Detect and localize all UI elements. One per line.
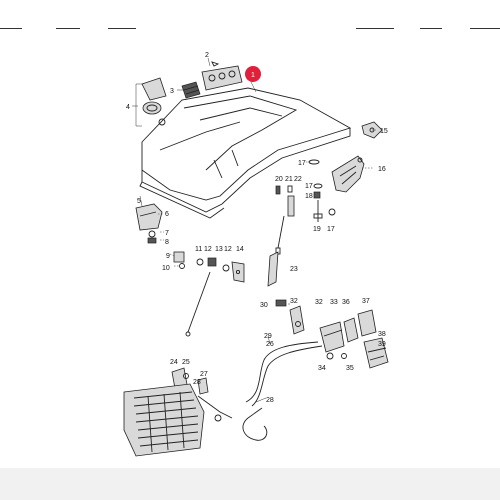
header-rule [356,28,394,29]
callout-7: 7 [165,230,169,237]
callout-22: 22 [294,176,302,183]
header-rule [108,28,136,29]
callout-33: 33 [330,299,338,306]
release-cable [197,341,323,441]
callout-24: 24 [170,359,178,366]
release-mechanism [275,299,389,369]
latch-part-6 [135,203,163,231]
hardware-7-8 [147,230,157,244]
footer-band [0,468,500,500]
clip-part-3 [181,81,201,99]
callout-2: 2 [205,52,209,59]
callout-17c: 17 [327,226,335,233]
callout-37: 37 [362,298,370,305]
callout-34: 34 [318,365,326,372]
callout-20: 20 [275,176,283,183]
callout-25: 25 [182,359,190,366]
callout-15: 15 [380,128,388,135]
seal-part-23 [267,251,279,287]
callout-13: 13 [215,246,223,253]
header-rule [470,28,500,29]
highlight-callout-1[interactable]: 1 [245,66,261,82]
callout-3: 3 [170,88,174,95]
header-rule [56,28,80,29]
callout-12a: 12 [204,246,212,253]
hinge-part-16 [331,155,365,193]
gas-strut [275,185,295,255]
hood-panel [139,87,352,219]
header-rule [0,28,22,29]
callout-27: 27 [200,371,208,378]
callout-28a: 28 [193,379,201,386]
callout-39: 39 [378,341,386,348]
callout-12b: 12 [224,246,232,253]
callout-18: 18 [305,193,313,200]
hardware-17-18-19 [308,159,336,222]
callout-19: 19 [313,226,321,233]
callout-5: 5 [137,198,141,205]
highlight-label: 1 [251,72,255,79]
callout-31: 32 [290,298,298,305]
callout-4: 4 [126,104,130,111]
callout-32: 32 [315,299,323,306]
callout-16: 16 [378,166,386,173]
leader-lines [132,57,376,403]
callout-23: 23 [290,266,298,273]
callout-28b: 28 [266,397,274,404]
callout-11: 11 [195,246,202,253]
callout-30: 30 [260,302,268,309]
callout-21: 21 [285,176,293,183]
highlight-marker[interactable] [245,66,261,82]
callout-14: 14 [236,246,244,253]
prop-rod [187,271,211,333]
header-rule [420,28,442,29]
callout-6: 6 [165,211,169,218]
emblem-bracket-part-2 [201,61,243,91]
callout-36: 36 [342,299,350,306]
lock-parts-9-14 [173,251,245,283]
callout-17a: 17 [298,160,306,167]
callout-labels: 2 3 4 5 6 7 8 9 10 11 12 13 12 14 15 16 … [126,52,388,404]
callout-9: 9 [166,253,170,260]
callout-17b: 17 [305,183,313,190]
emblem-part-4 [141,77,167,126]
callout-29: 29 [264,333,272,340]
callout-38: 38 [378,331,386,338]
callout-10: 10 [162,265,170,272]
callout-26: 26 [266,341,274,348]
grille-assembly [123,383,205,457]
callout-8: 8 [165,239,169,246]
callout-35: 35 [346,365,354,372]
